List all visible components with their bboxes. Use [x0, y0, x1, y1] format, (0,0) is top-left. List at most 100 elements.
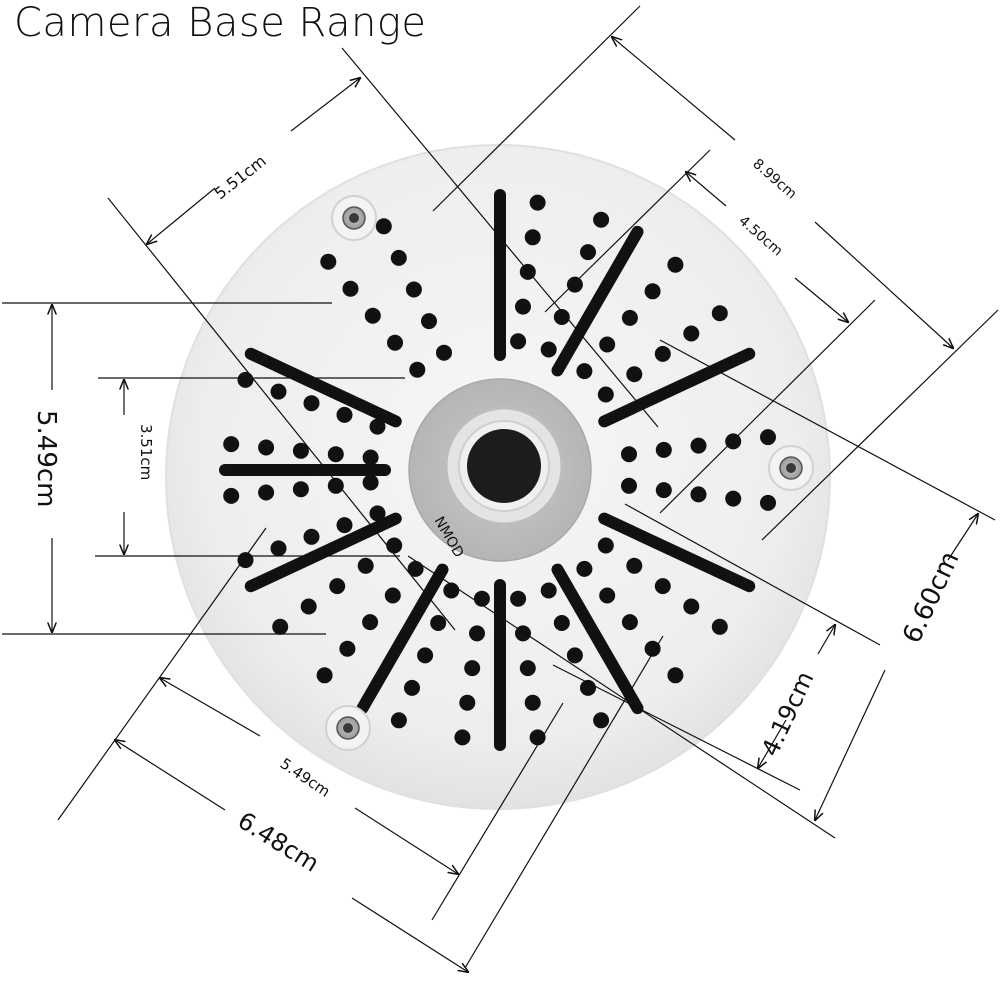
hole-72 [303, 528, 320, 545]
hole-76 [327, 477, 344, 494]
hole-18 [683, 325, 700, 342]
hole-5 [540, 341, 557, 358]
dim-line-419 [817, 625, 835, 655]
hole-78 [258, 484, 275, 501]
hole-51 [469, 625, 485, 642]
hole-15 [597, 386, 614, 403]
hole-74 [237, 552, 254, 569]
hole-94 [320, 253, 337, 270]
hole-98 [390, 249, 407, 266]
hole-81 [327, 446, 344, 463]
hole-75 [362, 474, 379, 491]
slot-9 [244, 347, 402, 428]
hole-30 [597, 537, 614, 554]
hole-21 [655, 441, 672, 458]
hole-67 [329, 578, 346, 595]
hole-36 [599, 587, 616, 604]
hole-29 [760, 494, 776, 511]
hole-4 [529, 194, 546, 211]
hole-64 [316, 667, 333, 684]
hole-97 [405, 281, 422, 298]
hole-91 [387, 334, 403, 351]
dim-line-660 [947, 514, 978, 561]
hole-20 [621, 446, 637, 463]
hole-37 [621, 614, 638, 631]
label-549-left: 5.49cm [31, 410, 61, 508]
hole-22 [690, 437, 707, 454]
hole-58 [404, 679, 420, 696]
hole-19 [711, 305, 728, 322]
hole-56 [430, 615, 447, 631]
hole-71 [336, 517, 353, 534]
hole-14 [667, 256, 684, 273]
hole-69 [272, 618, 289, 635]
hole-43 [580, 679, 596, 696]
slot-7 [244, 512, 402, 593]
hole-60 [407, 560, 424, 577]
hole-54 [454, 729, 471, 746]
hole-88 [270, 383, 287, 400]
hole-65 [386, 537, 403, 554]
hole-57 [417, 647, 434, 664]
dim-line-549-bottom [160, 678, 261, 737]
hole-85 [369, 418, 386, 435]
hole-84 [223, 436, 240, 453]
hole-44 [593, 712, 610, 729]
hole-34 [711, 618, 728, 635]
hole-96 [421, 313, 437, 330]
hole-93 [342, 280, 359, 297]
screw-bottom-left [325, 705, 371, 751]
dim-line-551 [290, 78, 360, 132]
hole-59 [390, 712, 407, 729]
hole-42 [566, 647, 583, 664]
hole-23 [725, 433, 742, 450]
hole-73 [270, 540, 287, 557]
hole-48 [524, 694, 541, 711]
hole-40 [540, 582, 557, 599]
hole-89 [237, 371, 254, 388]
hole-6 [553, 309, 570, 325]
hole-27 [690, 486, 707, 503]
hole-68 [300, 598, 317, 615]
hole-63 [339, 640, 356, 657]
hole-32 [654, 578, 671, 595]
hole-82 [292, 442, 309, 459]
hole-86 [336, 406, 353, 423]
hole-25 [621, 477, 637, 494]
hole-24 [760, 429, 776, 446]
hole-28 [725, 490, 742, 507]
center-hub: NMOD [408, 378, 592, 562]
slot-4 [551, 563, 644, 715]
dim-line-899 [612, 37, 736, 141]
hole-90 [409, 361, 426, 378]
slot-2 [598, 347, 756, 428]
vent-holes [223, 194, 776, 746]
radial-slots [219, 189, 756, 751]
hole-10 [576, 363, 593, 380]
hole-55 [443, 582, 460, 599]
hole-26 [655, 482, 672, 499]
hole-79 [223, 487, 240, 504]
hole-99 [375, 218, 392, 235]
hole-33 [683, 598, 700, 615]
dim-line-450 [686, 172, 727, 207]
hole-47 [519, 660, 536, 677]
hole-77 [292, 481, 309, 498]
label-551: 5.51cm [211, 151, 270, 203]
label-351: 3.51cm [137, 424, 155, 480]
hole-70 [369, 505, 386, 522]
hole-16 [626, 366, 643, 383]
hole-12 [621, 309, 638, 326]
hole-41 [553, 615, 570, 631]
hole-92 [364, 307, 381, 324]
hole-49 [529, 729, 546, 746]
hole-87 [303, 395, 320, 412]
label-660: 6.60cm [897, 547, 965, 648]
hole-62 [362, 614, 379, 631]
label-648: 6.48cm [233, 806, 324, 877]
dim-line-648 [115, 740, 226, 811]
hole-52 [464, 660, 481, 677]
hole-9 [593, 211, 610, 228]
hole-35 [576, 560, 593, 577]
